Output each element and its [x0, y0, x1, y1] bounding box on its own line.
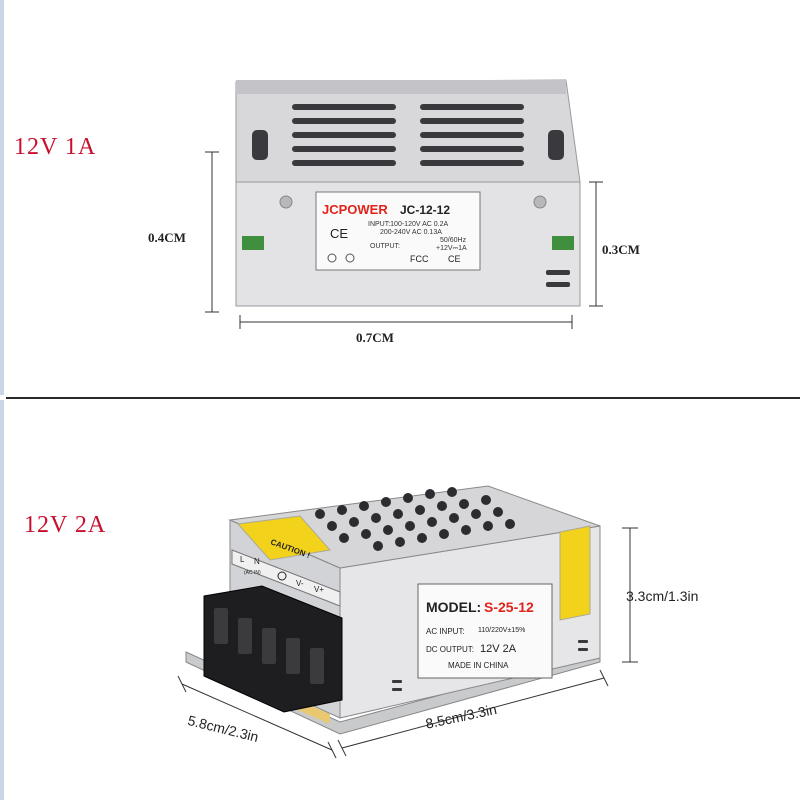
sticker2-model-label: MODEL: — [426, 599, 481, 615]
product2-dimension-lines — [177, 527, 638, 759]
sticker-cert-icon-1 — [327, 253, 337, 263]
product2-illustration: CAUTION ! L N (AC IN) V- V+ MODEL: S-25-… — [177, 485, 638, 759]
terminal-label-l: L — [240, 555, 245, 564]
terminal-label-vminus: V- — [296, 579, 304, 588]
terminal-label-acin: (AC IN) — [244, 570, 261, 576]
sticker2-ac-value: 110/220V±15% — [478, 627, 525, 634]
sticker2-model-value: S-25-12 — [484, 599, 534, 615]
product2-height-label: 3.3cm/1.3in — [626, 588, 699, 604]
pcb-visible-left — [242, 236, 264, 250]
vent-slots-left — [292, 104, 396, 166]
sticker-fcc: FCC — [410, 254, 429, 264]
front-slot-1 — [546, 270, 570, 275]
caution-sticker — [236, 515, 331, 561]
sticker2-origin: MADE IN CHINA — [448, 661, 509, 670]
left-edge-bar-top — [0, 0, 4, 395]
product2-sticker — [417, 583, 553, 679]
screw-left — [279, 195, 293, 209]
sticker-input-line2: 200-240V AC 0.13A — [380, 229, 442, 236]
product1-width-label: 0.7CM — [356, 330, 394, 345]
product1-depth-label: 0.3CM — [602, 242, 640, 257]
screw-right — [533, 195, 547, 209]
sticker-brand: JCPOWER — [322, 202, 388, 217]
vent-slots-right — [420, 104, 524, 166]
terminal-label-vplus: V+ — [314, 585, 324, 594]
sticker-output-value: +12V⎓1A — [436, 245, 467, 252]
front-slot-2 — [546, 282, 570, 287]
sticker-input-line1: INPUT:100-120V AC 0.2A — [368, 221, 448, 228]
sticker-cert-icon-2 — [345, 253, 355, 263]
case-top-lid — [235, 79, 581, 183]
product1-height-label: 0.4CM — [148, 230, 186, 245]
sticker-ce-mark: CE — [330, 226, 348, 241]
front-vent-slots — [392, 640, 588, 691]
terminal-screws — [214, 608, 324, 684]
pcb-visible-right — [552, 236, 574, 250]
case-top-edge — [236, 80, 566, 94]
ground-icon — [277, 571, 287, 581]
side-yellow-sticker — [559, 525, 591, 621]
sticker-model: JC-12-12 — [400, 203, 450, 217]
product1-illustration: JCPOWER JC-12-12 CE INPUT:100-120V AC 0.… — [205, 79, 603, 329]
side-slot-right — [548, 130, 564, 160]
sticker-ce-small: CE — [448, 254, 461, 264]
product1-sticker — [315, 191, 481, 271]
sticker2-dc-label: DC OUTPUT: — [426, 645, 474, 654]
terminal-label-n: N — [254, 557, 260, 566]
sticker2-ac-label: AC INPUT: — [426, 627, 465, 636]
top-vent-holes — [315, 487, 515, 551]
product1-dimension-lines — [205, 151, 603, 329]
side-slot-left — [252, 130, 268, 160]
left-edge-bar-bottom — [0, 400, 4, 800]
sticker-input-line3: 50/60Hz — [440, 237, 467, 244]
section-divider — [6, 397, 800, 399]
product1-title: 12V 1A — [14, 134, 97, 160]
sticker2-dc-value: 12V 2A — [480, 643, 517, 655]
product2-title: 12V 2A — [24, 512, 107, 538]
sticker-output-label: OUTPUT: — [370, 243, 400, 250]
